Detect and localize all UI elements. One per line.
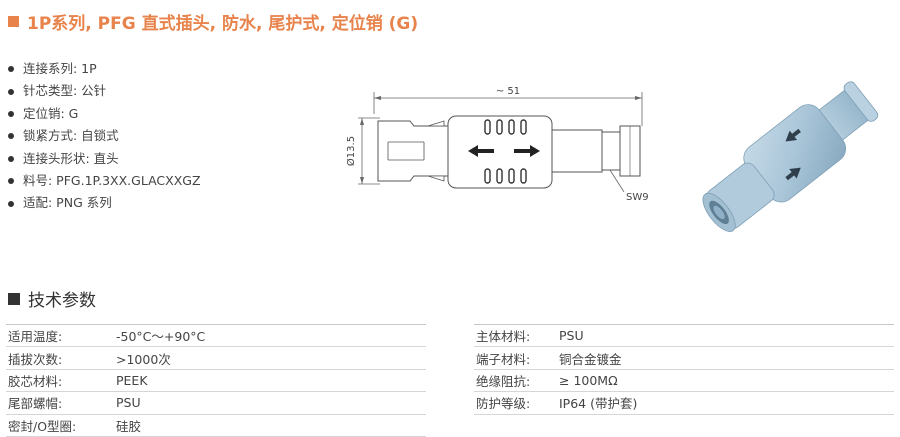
feature-item: 料号: PFG.1P.3XX.GLACXXGZ bbox=[8, 170, 201, 192]
bullet-icon bbox=[8, 178, 14, 185]
spec-value: PEEK bbox=[116, 372, 148, 388]
feature-item: 锁紧方式: 自锁式 bbox=[8, 125, 201, 147]
diameter-dimension-label: Ø13.5 bbox=[345, 136, 357, 166]
bullet-icon bbox=[8, 133, 14, 140]
spec-key: 防护等级: bbox=[476, 396, 531, 412]
table-row: 插拔次数: >1000次 bbox=[6, 347, 426, 370]
table-row: 适用温度: -50°C～+90°C bbox=[6, 325, 426, 348]
bullet-icon bbox=[8, 155, 14, 162]
table-row: 端子材料: 铜合金镀金 bbox=[474, 347, 894, 370]
table-row: 尾部螺帽: PSU bbox=[6, 392, 426, 415]
spec-key: 胶芯材料: bbox=[8, 373, 63, 389]
spec-value: ≥ 100MΩ bbox=[559, 372, 618, 388]
title-square-icon bbox=[8, 15, 19, 27]
spec-key: 端子材料: bbox=[476, 351, 531, 367]
bullet-icon bbox=[8, 110, 14, 117]
feature-text: 适配: PNG 系列 bbox=[23, 195, 112, 211]
table-row: 防护等级: IP64 (带护套) bbox=[474, 392, 894, 415]
page-title-row: 1P系列, PFG 直式插头, 防水, 尾护式, 定位销 (G) bbox=[8, 8, 418, 34]
feature-item: 连接头形状: 直头 bbox=[8, 148, 201, 170]
feature-text: 料号: PFG.1P.3XX.GLACXXGZ bbox=[23, 172, 201, 188]
spec-key: 密封/O型圈: bbox=[8, 418, 77, 434]
spec-value: 硅胶 bbox=[116, 418, 142, 434]
feature-list: 连接系列: 1P 针芯类型: 公针 定位销: G 锁紧方式: 自锁式 连接头形状… bbox=[8, 58, 201, 215]
feature-item: 连接系列: 1P bbox=[8, 58, 201, 80]
table-row: 绝缘阻抗: ≥ 100MΩ bbox=[474, 370, 894, 393]
specs-table-left: 适用温度: -50°C～+90°C 插拔次数: >1000次 胶芯材料: PEEK 尾… bbox=[6, 324, 426, 437]
left-arrow-icon bbox=[468, 145, 494, 157]
section-square-icon bbox=[8, 292, 20, 305]
feature-item: 针芯类型: 公针 bbox=[8, 80, 201, 102]
photo-arrow-icon bbox=[785, 128, 801, 142]
wrench-size-label: SW9 bbox=[626, 192, 649, 203]
specs-title: 技术参数 bbox=[28, 291, 96, 311]
table-row: 密封/O型圈: 硅胶 bbox=[6, 415, 426, 437]
bullet-icon bbox=[8, 66, 14, 73]
right-arrow-icon bbox=[514, 145, 540, 157]
specs-section-header: 技术参数 bbox=[8, 286, 96, 311]
spec-key: 插拔次数: bbox=[8, 351, 63, 367]
table-row: 胶芯材料: PEEK bbox=[6, 370, 426, 393]
spec-value: IP64 (带护套) bbox=[559, 396, 638, 412]
spec-key: 主体材料: bbox=[476, 329, 531, 345]
specs-table-right: 主体材料: PSU 端子材料: 铜合金镀金 绝缘阻抗: ≥ 100MΩ 防护等级: IP… bbox=[474, 324, 894, 415]
spec-value: -50°C～+90°C bbox=[116, 329, 206, 345]
spec-key: 尾部螺帽: bbox=[8, 396, 63, 412]
bullet-icon bbox=[8, 200, 14, 207]
page-title: 1P系列, PFG 直式插头, 防水, 尾护式, 定位销 (G) bbox=[27, 13, 419, 34]
length-dimension-label: ~ 51 bbox=[496, 86, 520, 97]
feature-text: 连接头形状: 直头 bbox=[23, 150, 119, 166]
feature-text: 连接系列: 1P bbox=[23, 61, 97, 76]
feature-text: 针芯类型: 公针 bbox=[23, 83, 107, 99]
spec-value: PSU bbox=[559, 328, 584, 344]
spec-value: PSU bbox=[116, 395, 141, 411]
connector-drawing: ~ 51 Ø13.5 SW9 bbox=[345, 86, 649, 203]
table-row: 主体材料: PSU bbox=[474, 325, 894, 348]
feature-item: 定位销: G bbox=[8, 103, 201, 125]
spec-value: >1000次 bbox=[116, 351, 171, 367]
bullet-icon bbox=[8, 88, 14, 95]
spec-value: 铜合金镀金 bbox=[559, 351, 622, 367]
spec-key: 绝缘阻抗: bbox=[476, 373, 531, 389]
photo-arrow-icon bbox=[785, 167, 801, 181]
feature-item: 适配: PNG 系列 bbox=[8, 192, 201, 214]
connector-photo bbox=[702, 81, 879, 232]
spec-key: 适用温度: bbox=[8, 329, 63, 345]
feature-text: 锁紧方式: 自锁式 bbox=[23, 128, 119, 144]
feature-text: 定位销: G bbox=[23, 105, 79, 121]
